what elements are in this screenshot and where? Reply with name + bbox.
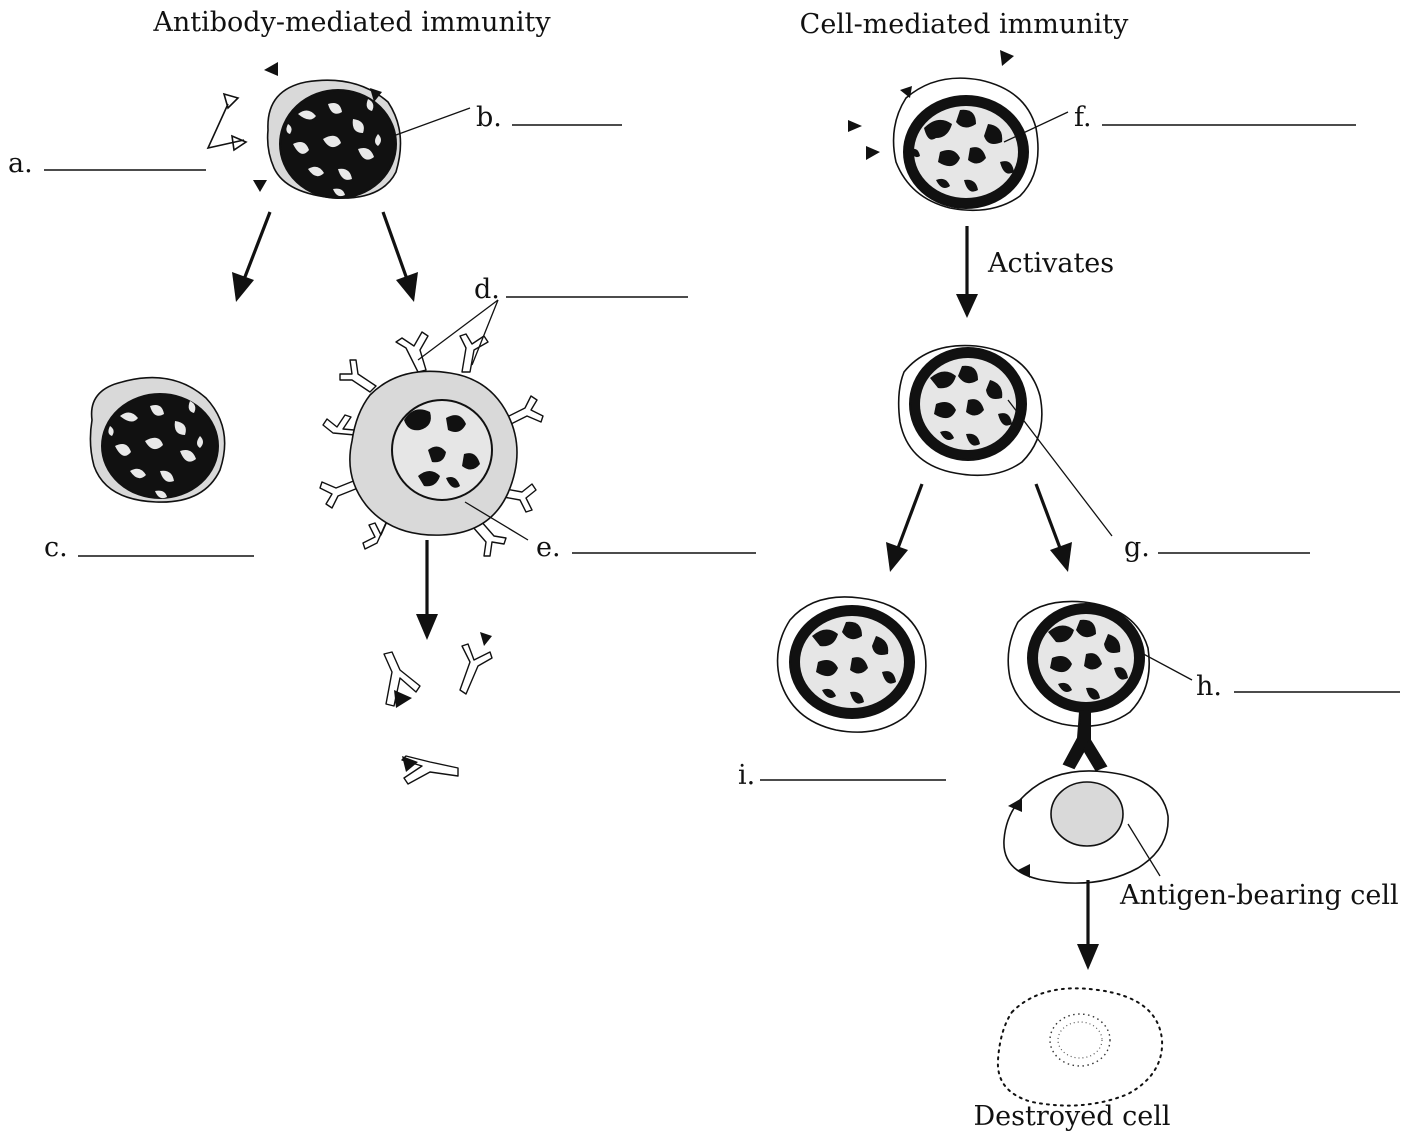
arrow-to-memory-b (232, 211, 272, 302)
memory-t-chromatin (812, 621, 896, 704)
leader-b (395, 107, 471, 136)
title-cell-mediated: Cell-mediated immunity (800, 9, 1129, 40)
t-cell-activated (897, 344, 1043, 477)
label-destroyed-cell: Destroyed cell (974, 1101, 1171, 1132)
leader-d-1 (417, 299, 499, 361)
label-antigen-bearing-cell: Antigen-bearing cell (1119, 880, 1399, 911)
label-c: c. (44, 532, 68, 563)
label-i: i. (738, 760, 755, 791)
label-a: a. (8, 148, 33, 179)
label-f: f. (1074, 102, 1092, 133)
title-antibody-mediated: Antibody-mediated immunity (152, 7, 551, 38)
plasma-cell (319, 331, 544, 557)
t-cell-top-chromatin (910, 109, 1014, 192)
t-cell-activated-chromatin (930, 365, 1012, 446)
label-activates: Activates (987, 248, 1114, 279)
memory-b-cell (89, 376, 226, 503)
free-antibodies (383, 632, 493, 785)
t-cell-top (892, 77, 1039, 212)
leader-d-2 (471, 299, 499, 366)
leader-h (1135, 649, 1193, 681)
arrow-to-destroyed (1077, 880, 1099, 970)
leader-f (1003, 111, 1069, 143)
leader-antigen-bearing (1127, 823, 1161, 877)
arrow-to-memory-t (886, 483, 924, 572)
label-b: b. (476, 102, 502, 133)
destroyed-cell (996, 987, 1164, 1107)
label-h: h. (1196, 671, 1222, 702)
arrow-to-plasma (381, 211, 418, 302)
label-d: d. (474, 274, 500, 305)
antigen-bearing-cell (1003, 770, 1169, 884)
arrow-to-antibodies (416, 540, 438, 640)
leader-e (464, 501, 529, 541)
arrow-to-cytotoxic-t (1034, 483, 1072, 572)
label-g: g. (1124, 532, 1150, 563)
antigens-top-left (206, 62, 382, 192)
cytotoxic-t-chromatin (1048, 619, 1128, 700)
leader-g (1007, 399, 1113, 537)
plasma-chromatin (404, 409, 480, 488)
arrow-activates (956, 226, 978, 318)
cytotoxic-t-cell (1007, 600, 1150, 772)
label-e: e. (536, 532, 561, 563)
memory-t-cell (776, 596, 927, 733)
antigens-top-right (848, 50, 1014, 160)
b-cell-top (266, 79, 402, 199)
